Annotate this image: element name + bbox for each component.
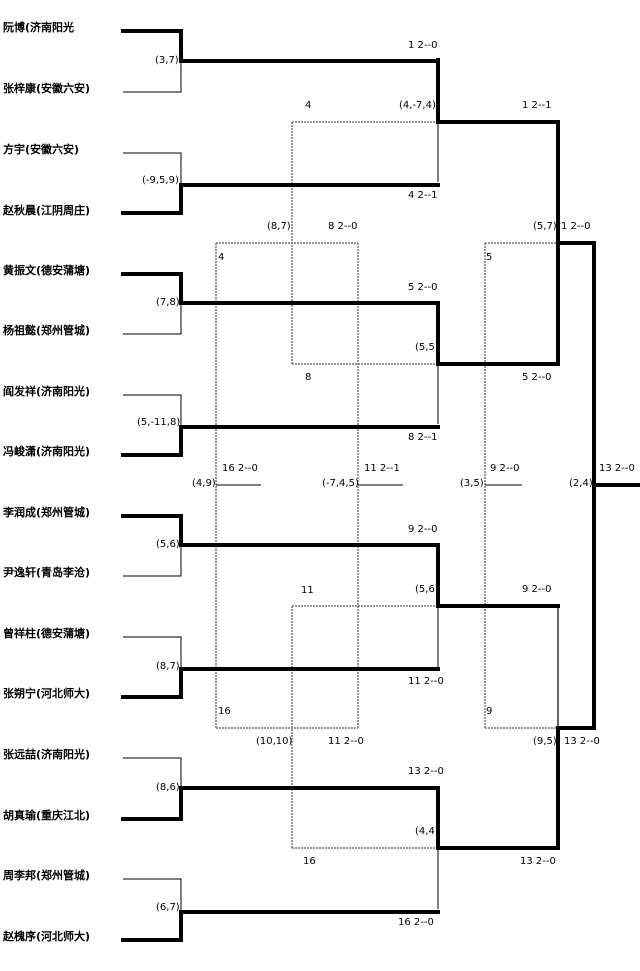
r3-line-bottom (556, 483, 596, 730)
player-13-name: 张远喆(济南阳光) (3, 748, 91, 761)
r2-winner-line-1 (436, 58, 560, 245)
r1-loser-line-8 (123, 878, 182, 912)
r1-winner-line-5 (121, 514, 440, 547)
r1-winner-line-4 (121, 425, 440, 457)
r1-loser-line-6 (123, 636, 182, 669)
box-c (484, 242, 559, 729)
r3-line-top (556, 241, 596, 487)
box-c-center-score: (3,5) (460, 478, 484, 489)
r2-match-3-score: (5,6) (415, 584, 439, 595)
box-a-right-score: (-7,4,5) (322, 478, 359, 489)
box-a-top-seed: 4 (305, 100, 312, 111)
r2-match-3-result: 9 2--0 (522, 584, 552, 595)
player-8-name: 冯峻潇(济南阳光) (3, 445, 91, 458)
player-15-name: 周李邦(郑州管城) (3, 869, 91, 882)
r1-match-8-result: 16 2--0 (398, 917, 434, 928)
player-6-name: 杨祖懿(郑州管城) (3, 324, 91, 337)
r1-winner-line-7 (121, 786, 440, 821)
r1-match-1-result: 1 2--0 (408, 40, 438, 51)
r3-match-1-result: 1 2--0 (561, 221, 591, 232)
box-b-outer (291, 605, 438, 849)
r1-match-2-result: 4 2--1 (408, 190, 438, 201)
r1-winner-line-6 (121, 667, 440, 699)
box-b-bottom-seed: 16 (303, 856, 316, 867)
r1-loser-line-1 (123, 61, 182, 93)
r1-winner-line-2 (121, 183, 440, 215)
box-a-center-score: (4,9) (192, 478, 216, 489)
r1-match-7-result: 13 2--0 (408, 766, 444, 777)
box-a-inner (215, 242, 359, 729)
r2-winner-line-3 (436, 544, 560, 608)
final-score: (2,4) (569, 478, 593, 489)
box-a-bottom-seed: 8 (305, 372, 312, 383)
player-16-name: 赵槐序(河北师大) (3, 930, 91, 943)
r1-loser-line-3 (123, 303, 182, 335)
r1-match-4-result: 8 2--1 (408, 432, 438, 443)
r1-match-5-result: 9 2--0 (408, 524, 438, 535)
r1-loser-line-5 (123, 545, 182, 577)
r1-winner-line-8 (121, 910, 440, 942)
box-b-outer-result: 11 2--0 (328, 736, 364, 747)
box-a-outer-result: 8 2--0 (328, 221, 358, 232)
player-10-name: 尹逸轩(青岛李沧) (3, 566, 91, 579)
box-c-top-seed: 5 (486, 252, 493, 263)
player-14-name: 胡真瑜(重庆江北) (3, 809, 91, 822)
box-c-bottom-seed: 9 (486, 706, 493, 717)
r2-match-2-result: 5 2--0 (522, 372, 552, 383)
box-a-right-result: 11 2--1 (364, 463, 400, 474)
box-c-center-result: 9 2--0 (490, 463, 520, 474)
player-11-name: 曾祥柱(德安蒲塘) (3, 627, 91, 640)
player-9-name: 李润成(郑州管城) (3, 506, 91, 519)
r1-match-2-score: (-9,5,9) (142, 175, 179, 186)
player-1-name: 阮博(济南阳光 (3, 21, 75, 34)
box-b-outer-score: (10,10) (256, 736, 293, 747)
player-5-name: 黄振文(德安蒲塘) (3, 264, 91, 277)
r2-match-4-score: (4,4) (415, 826, 439, 837)
player-7-name: 阎发祥(济南阳光) (3, 385, 91, 398)
r2-match-4-result: 13 2--0 (520, 856, 556, 867)
r2-match-2-score: (5,5) (415, 342, 439, 353)
r1-loser-line-4 (123, 394, 182, 427)
r1-match-6-score: (8,7) (156, 661, 180, 672)
r1-match-3-result: 5 2--0 (408, 282, 438, 293)
player-4-name: 赵秋晨(江阴周庄) (3, 204, 91, 217)
r2-winner-line-4 (436, 726, 560, 850)
final-result: 13 2--0 (599, 463, 635, 474)
r2-match-1-score: (4,-7,4) (399, 100, 436, 111)
r1-match-8-score: (6,7) (156, 902, 180, 913)
r1-winner-line-3 (121, 272, 440, 305)
r3-match-2-score: (9,5) (533, 736, 557, 747)
r1-match-1-score: (3,7) (155, 55, 179, 66)
r1-loser-line-7 (123, 757, 182, 788)
r1-match-4-score: (5,-11,8) (137, 417, 181, 428)
box-a-inner-bottom: 16 (218, 706, 231, 717)
r1-match-3-score: (7,8) (156, 297, 180, 308)
r2-match-1-result: 1 2--1 (522, 100, 552, 111)
player-3-name: 方宇(安徽六安) (3, 143, 80, 156)
player-2-name: 张梓康(安徽六安) (3, 82, 91, 95)
r2-winner-line-2 (436, 241, 560, 366)
box-a-center-result: 16 2--0 (222, 463, 258, 474)
r1-match-6-result: 11 2--0 (408, 676, 444, 687)
box-a-inner-top: 4 (218, 252, 225, 263)
r1-match-7-score: (8,6) (156, 782, 180, 793)
r3-match-2-result: 13 2--0 (564, 736, 600, 747)
r1-match-5-score: (5,6) (156, 539, 180, 550)
r3-match-1-score: (5,7) (533, 221, 557, 232)
player-12-name: 张朔宁(河北师大) (3, 687, 91, 700)
box-a-outer-score: (8,7) (267, 221, 291, 232)
r1-loser-line-2 (123, 152, 182, 185)
r1-winner-line-1 (121, 29, 440, 63)
box-b-top-seed: 11 (301, 585, 314, 596)
